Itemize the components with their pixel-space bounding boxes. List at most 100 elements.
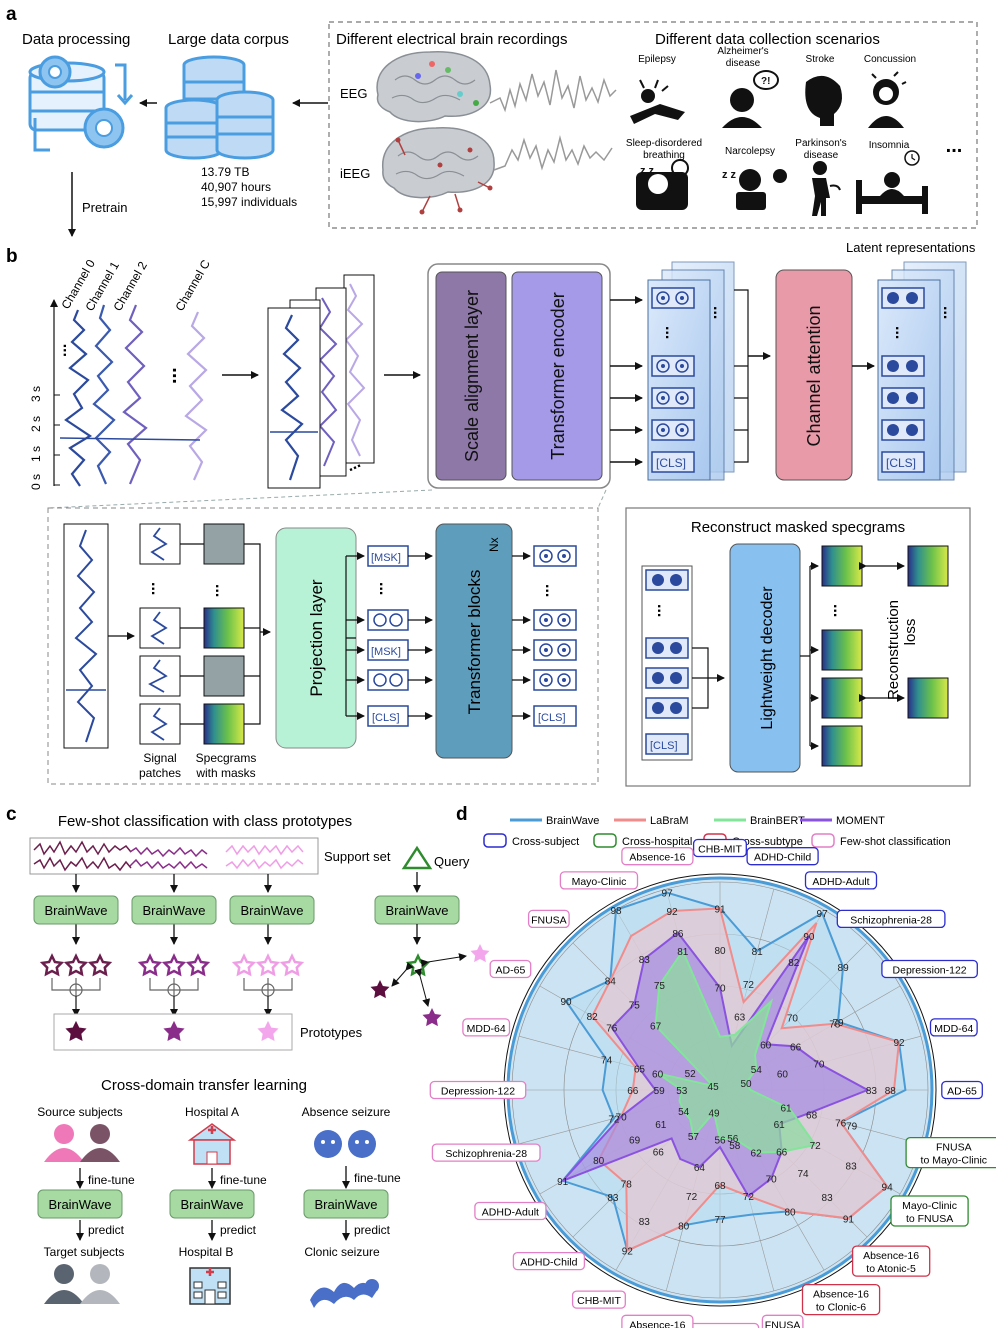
nx-label: Nx [487, 537, 501, 552]
lightweight-decoder [729, 543, 801, 773]
svg-text:...: ... [542, 584, 559, 597]
radar-axis-box-2 [804, 871, 878, 890]
transfer-source-1: Source subjects [37, 1105, 122, 1119]
radar-tick-5-0: 50 [740, 1079, 752, 1090]
radar-tick-19-2: 74 [601, 1056, 613, 1067]
radar-tick-15-0: 66 [653, 1148, 665, 1159]
radar-axis-label-16: ADHD-Adult [482, 1207, 539, 1219]
transfer-source-3: Absence seizure [302, 1105, 391, 1119]
radar-tick-10-0: 62 [751, 1149, 763, 1160]
stat-individuals: 15,997 individuals [201, 195, 297, 209]
model-box-2: BrainWave [142, 903, 205, 918]
radar-axis-label-6: AD-65 [947, 1086, 977, 1098]
radar-axis-label-22: Mayo-Clinic [572, 876, 627, 888]
radar-tick-7-3: 76 [835, 1118, 847, 1129]
query-icon [401, 845, 433, 870]
predict-2: predict [220, 1223, 257, 1237]
radar-tick-2-2: 97 [817, 909, 829, 920]
radar-tick-1-2: 81 [752, 947, 764, 958]
source-subjects-icon [44, 1124, 120, 1162]
model-box-4: BrainWave [385, 903, 448, 918]
ieeg-label: iEEG [340, 166, 370, 181]
stat-tb: 13.79 TB [201, 165, 249, 179]
masked-specgrams: ... [180, 523, 245, 745]
radar-tick-14-0: 57 [688, 1132, 700, 1143]
eeg-brain-icon [376, 51, 492, 123]
scale-alignment-layer [435, 271, 507, 481]
radar-axis-box-15 [512, 1251, 586, 1271]
legend-label-moment: MOMENT [836, 815, 885, 827]
cls-token-3: [CLS] [372, 712, 400, 724]
radar-tick-1-1: 72 [743, 980, 755, 991]
svg-text:...: ... [830, 604, 847, 617]
radar-tick-21-0: 67 [650, 1022, 662, 1033]
latent-representations-label: Latent representations [846, 240, 976, 255]
tick-2s: 2 s [29, 416, 43, 432]
radar-tick-13-3: 80 [678, 1221, 690, 1232]
radar-axis-box-16 [474, 1201, 547, 1221]
scenario-parkinsons-2: disease [804, 150, 839, 161]
scenario-more: ... [946, 135, 963, 157]
stroke-icon [805, 75, 842, 126]
stat-hours: 40,907 hours [201, 180, 271, 194]
radar-axis-box-6 [941, 1080, 983, 1100]
reconstruct-title: Reconstruct masked specgrams [691, 519, 905, 536]
scenario-sleep-2: breathing [643, 150, 685, 161]
sleep-apnea-icon: z z [636, 159, 689, 210]
svg-text:...: ... [212, 584, 229, 597]
radar-tick-20-3: 82 [587, 1012, 599, 1023]
model-box-3: BrainWave [240, 903, 303, 918]
radar-tick-16-4: 91 [557, 1177, 569, 1188]
radar-tick-22-0: 75 [654, 981, 666, 992]
radar-tick-4-0: 54 [751, 1065, 763, 1076]
model-box-1: BrainWave [44, 903, 107, 918]
radar-tick-10-2: 80 [784, 1207, 796, 1218]
radar-axis-label-7-0: FNUSA [936, 1142, 972, 1154]
radar-tick-2-0: 82 [788, 958, 800, 969]
epilepsy-icon [630, 79, 685, 124]
legend-cat-label-3: Few-shot classification [840, 836, 951, 848]
scenario-narcolepsy: Narcolepsy [725, 146, 775, 157]
radar-tick-19-1: 65 [634, 1064, 646, 1075]
radar-axis-box-9 [851, 1245, 931, 1277]
radar-axis-label-9-1: to Atonic-5 [866, 1263, 916, 1275]
radar-tick-23-0: 81 [677, 947, 689, 958]
radar-axis-box-7 [905, 1136, 996, 1169]
radar-tick-4-3: 79 [832, 1018, 844, 1029]
radar-axis-label-11: FNUSA [765, 1319, 801, 1328]
reconstruction-loss-2: loss [902, 619, 919, 646]
support-signals [33, 840, 304, 872]
radar-axis-box-4 [881, 959, 978, 979]
radar-tick-13-1: 64 [694, 1163, 706, 1174]
hospital-a-icon [187, 1123, 237, 1165]
legend-cat-label-1: Cross-hospital [622, 836, 692, 848]
reconstructed-specgrams [821, 545, 949, 767]
clonic-seizure-icon [310, 1279, 379, 1308]
radar-axis-label-15: ADHD-Child [520, 1257, 577, 1269]
radar-axis-label-3: Schizophrenia-28 [850, 914, 932, 926]
radar-tick-14-2: 92 [622, 1247, 634, 1258]
cls-token-4: [CLS] [538, 712, 566, 724]
ieeg-brain-icon [382, 127, 495, 215]
tick-1s: 1 s [29, 446, 43, 462]
radar-tick-18-2: 66 [627, 1086, 639, 1097]
radar-tick-21-1: 75 [629, 1000, 641, 1011]
radar-tick-5-2: 70 [813, 1060, 825, 1071]
radar-tick-2-1: 90 [803, 932, 815, 943]
radar-tick-6-1: 88 [885, 1086, 897, 1097]
predict-3: predict [354, 1223, 391, 1237]
radar-axis-label-7-1: to Mayo-Clinic [921, 1155, 988, 1167]
radar-tick-9-3: 91 [843, 1214, 855, 1225]
legend-cat-label-0: Cross-subject [512, 836, 579, 848]
legend-box-0 [483, 833, 507, 848]
signal-patches-label-1: Signal [143, 751, 176, 765]
prototype-aggregation [51, 978, 293, 997]
radar-axis-box-14 [571, 1290, 626, 1309]
svg-text:...: ... [53, 344, 70, 357]
specgrams-label-1: Specgrams [196, 751, 257, 765]
svg-text:...: ... [159, 367, 181, 384]
transfer-model-2: BrainWave [180, 1197, 243, 1212]
radar-tick-22-1: 83 [639, 955, 651, 966]
transformer-blocks-label: Transformer blocks [465, 570, 484, 715]
